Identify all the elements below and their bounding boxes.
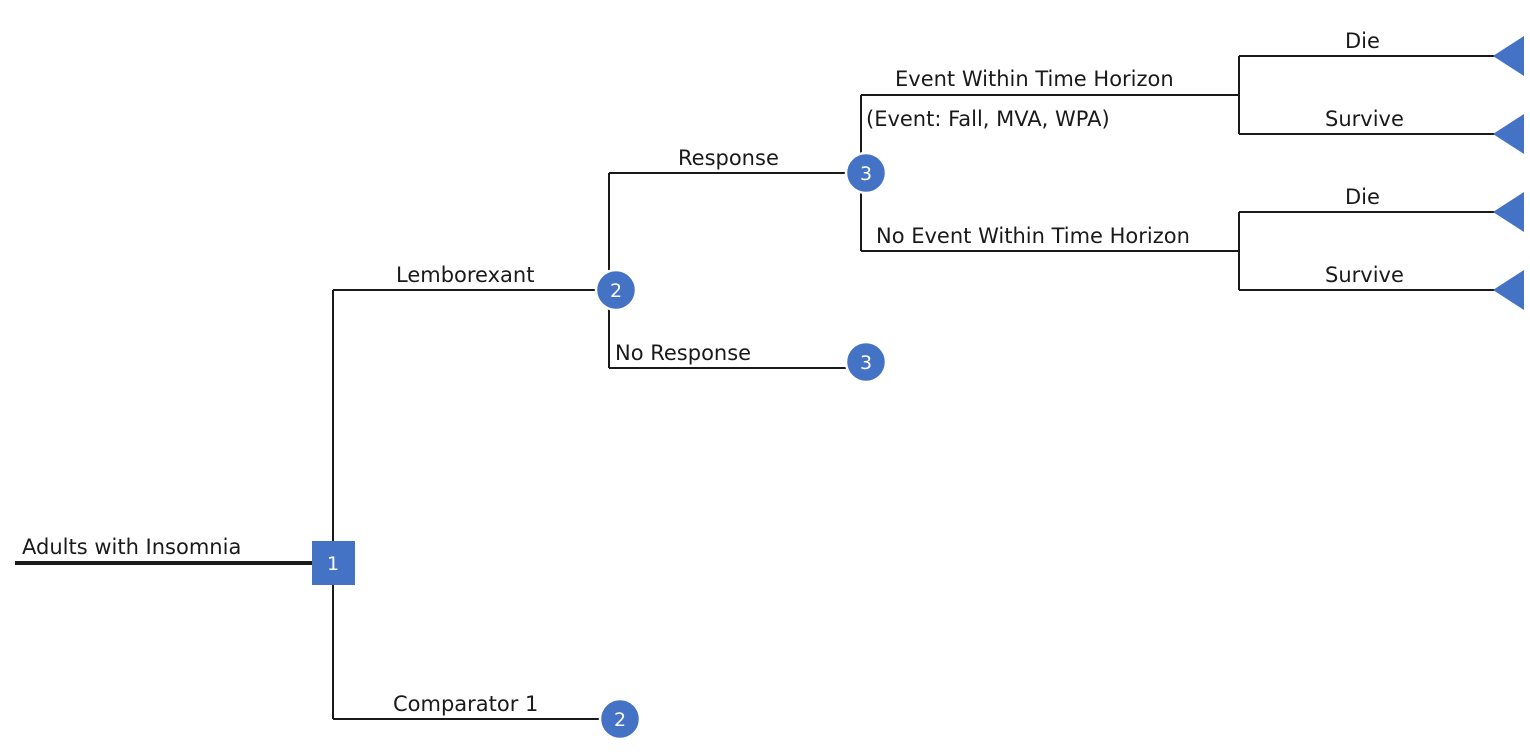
response-label: Response [678,146,779,170]
chance-node-comparator: 2 [598,697,642,741]
event-note: (Event: Fall, MVA, WPA) [866,107,1110,131]
chance-node-number: 3 [860,352,872,374]
chance-node-number: 3 [860,163,872,185]
chance-node-icon [844,151,888,195]
event-label: Event Within Time Horizon [895,67,1174,91]
decision-node-icon [312,541,355,585]
decision-node-1: 1 [312,541,355,585]
no-event-die-label: Die [1345,185,1380,209]
event-die-label: Die [1345,29,1380,53]
chance-node-no-response: 3 [844,340,888,384]
comparator-label: Comparator 1 [393,692,538,716]
decision-node-number: 1 [327,553,339,575]
terminal-node-icon-no-event-survive [1493,270,1524,310]
terminal-node-icon-event-die [1493,36,1524,76]
chance-node-icon [598,697,642,741]
chance-node-icon [594,268,638,312]
root-label: Adults with Insomnia [22,535,241,559]
no-event-label: No Event Within Time Horizon [876,224,1190,248]
chance-node-lemborexant: 2 [594,268,638,312]
terminal-node-icon-event-survive [1493,114,1524,154]
no-response-label: No Response [615,341,751,365]
terminal-node-icon-no-event-die [1493,192,1524,232]
no-event-survive-label: Survive [1325,263,1404,287]
lemborexant-label: Lemborexant [396,263,534,287]
chance-node-icon [844,340,888,384]
chance-node-response: 3 [844,151,888,195]
chance-node-number: 2 [614,709,626,731]
event-survive-label: Survive [1325,107,1404,131]
chance-node-number: 2 [610,280,622,302]
